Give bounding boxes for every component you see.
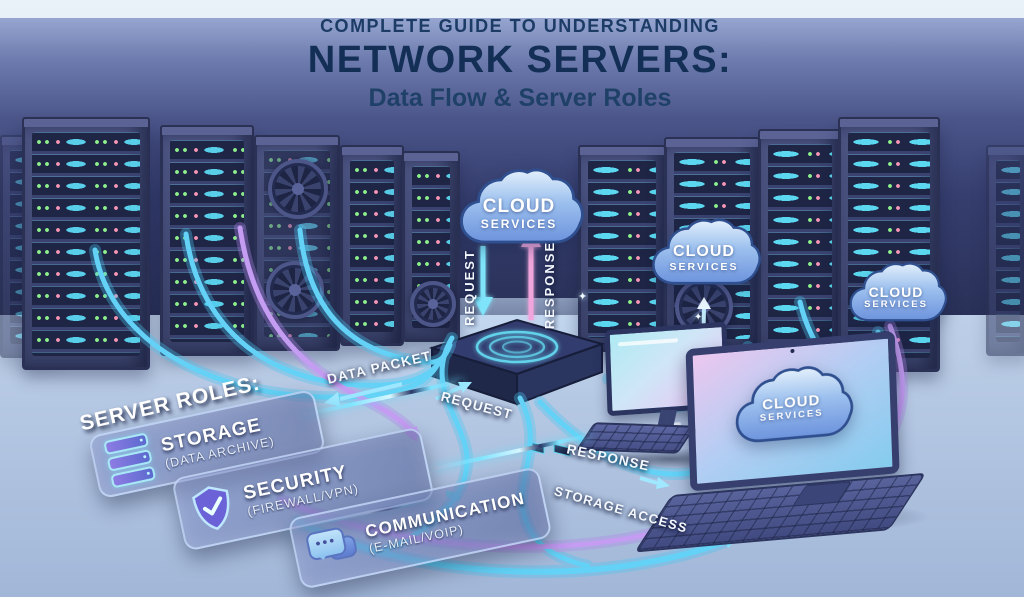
server-rack [578, 145, 666, 352]
webcam-icon [790, 348, 795, 354]
response-floor-arrow [639, 476, 670, 489]
page-title: COMPLETE GUIDE TO UNDERSTANDING NETWORK … [240, 16, 800, 113]
server-rack [160, 125, 254, 356]
chat-bubbles-icon [304, 522, 359, 571]
title-subtitle: Data Flow & Server Roles [368, 84, 672, 112]
role-panel-security: SECURITY (FIREWALL/VPN) [171, 426, 435, 552]
cloud-title: CLOUD [482, 195, 556, 217]
title-main: NETWORK SERVERS: [307, 39, 733, 81]
cloud-services-node: CLOUD SERVICES [727, 360, 855, 455]
request-down-arrow [473, 246, 493, 316]
server-rack [402, 151, 460, 342]
sparkle-icon: ✦ [578, 291, 588, 303]
sparkle-icon: ✦ [694, 312, 703, 323]
request-floor-arrow [435, 382, 472, 401]
title-kicker: COMPLETE GUIDE TO UNDERSTANDING [320, 16, 720, 36]
cloud-subtitle: SERVICES [864, 298, 928, 310]
cloud-title: CLOUD [868, 283, 924, 300]
cloud-up-arrowhead [697, 297, 711, 309]
cloud-subtitle: SERVICES [669, 260, 739, 273]
cooling-fan-icon [410, 281, 456, 327]
cloud-icon [735, 366, 854, 443]
cloud-icon [460, 168, 584, 244]
server-rack [986, 145, 1024, 356]
network-switch [428, 318, 606, 501]
storage-stack-icon [103, 432, 157, 489]
cloud-icon [652, 218, 761, 285]
label-response-vertical: RESPONSE [542, 240, 557, 330]
switch-port [553, 443, 571, 457]
cloud-icon [849, 262, 947, 322]
cloud-subtitle: SERVICES [480, 216, 558, 231]
cloud-services-node: CLOUD SERVICES [844, 260, 948, 330]
laptop: CLOUD SERVICES [634, 330, 927, 553]
cloud-services-node: CLOUD SERVICES [453, 166, 585, 254]
cloud-services-node: CLOUD SERVICES [646, 216, 762, 294]
label-request-vertical: REQUEST [462, 249, 477, 326]
cloud-title: CLOUD [673, 242, 735, 260]
data-packet-arrow [324, 382, 403, 406]
cooling-fan-icon [268, 159, 328, 219]
server-rack [22, 117, 150, 370]
laptop-screen: CLOUD SERVICES [685, 330, 900, 492]
shield-check-icon [192, 486, 230, 531]
